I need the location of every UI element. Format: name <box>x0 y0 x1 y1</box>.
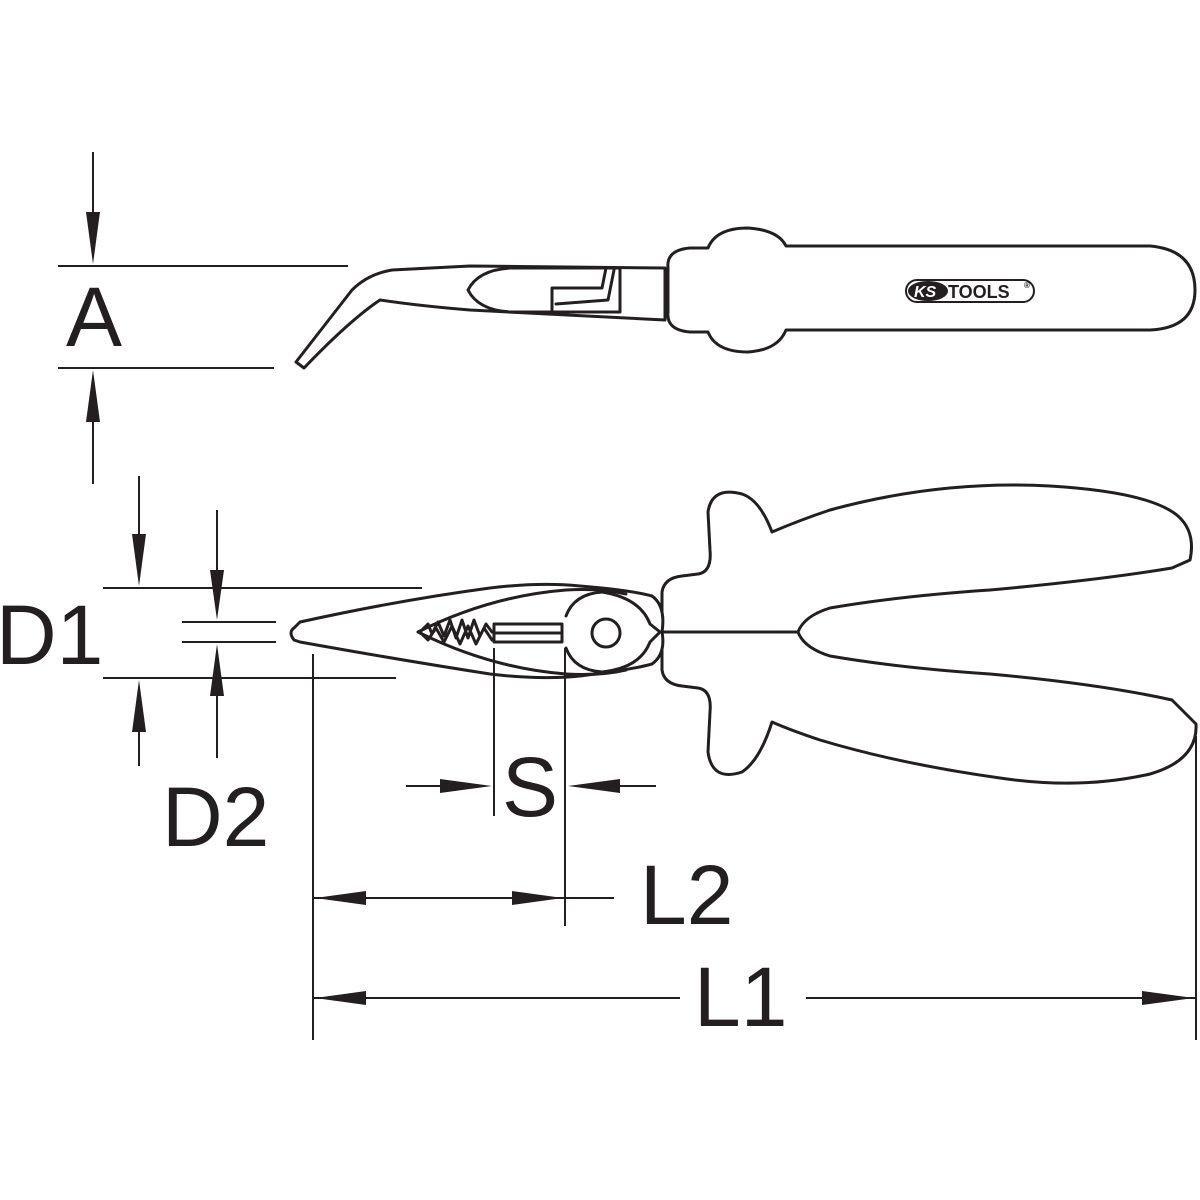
dim-l1-arrow-right <box>1142 991 1194 1005</box>
ks-tools-logo: KS TOOLS ® <box>905 279 1035 303</box>
dim-l2-arrow-left <box>315 891 366 905</box>
logo-registered-mark: ® <box>1024 281 1030 290</box>
dimension-d2: D2 <box>162 510 276 864</box>
top-view-handles <box>660 483 1198 785</box>
dim-d1-arrow-top <box>132 534 146 586</box>
dim-a-arrow-bottom <box>86 370 100 422</box>
dimension-a: A <box>58 152 348 484</box>
dimension-d1: D1 <box>0 476 422 766</box>
dimension-s: S <box>406 648 656 926</box>
dim-d1-label: D1 <box>0 588 103 682</box>
dim-a-label: A <box>66 270 122 364</box>
pliers-top-view <box>289 483 1198 785</box>
logo-tools-text: TOOLS <box>948 282 1010 302</box>
dim-s-arrow-left <box>440 779 492 793</box>
dim-d2-label: D2 <box>162 770 269 864</box>
dimension-l1: L1 <box>313 736 1197 1044</box>
top-view-pivot-rivet <box>590 617 622 649</box>
top-view-joint-outline <box>564 590 662 674</box>
dim-s-label: S <box>502 740 558 834</box>
dimension-l2: L2 <box>312 654 733 1040</box>
dim-d1-arrow-bottom <box>132 680 146 732</box>
side-view-jaw <box>294 264 667 370</box>
pliers-side-view: KS TOOLS ® <box>294 226 1197 370</box>
side-view-jaw-inner <box>466 266 622 314</box>
dim-a-arrow-top <box>86 212 100 264</box>
dim-l2-arrow-right <box>512 891 563 905</box>
dim-s-arrow-right <box>568 779 620 793</box>
dim-l2-label: L2 <box>640 848 733 942</box>
dim-d2-arrow-top <box>210 570 224 620</box>
top-view-jaw-inner <box>416 588 628 676</box>
logo-ks-text: KS <box>914 284 937 301</box>
dim-l1-arrow-left <box>315 991 366 1005</box>
dim-d2-arrow-bottom <box>210 644 224 696</box>
side-view-joint-step <box>550 266 616 314</box>
dim-l1-label: L1 <box>694 950 787 1044</box>
top-view-serrations <box>418 618 494 646</box>
